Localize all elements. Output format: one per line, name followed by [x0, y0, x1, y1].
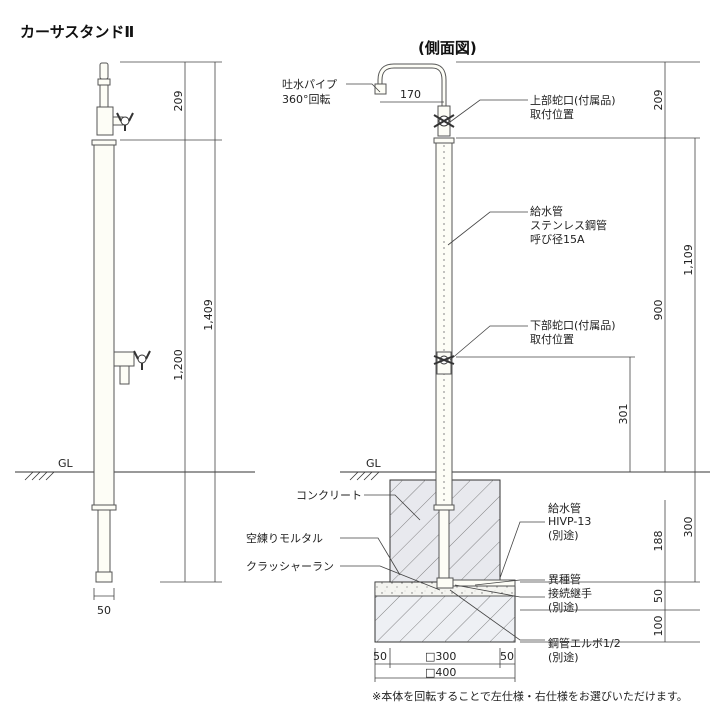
- front-lower-handle-icon: [133, 350, 151, 370]
- label-concrete: コンクリート: [296, 489, 362, 502]
- label-spout-pipe: 吐水パイプ: [282, 78, 337, 91]
- footnote: ※本体を回転することで左仕様・右仕様をお選びいただけます。: [372, 689, 688, 703]
- ground-label: GL: [58, 457, 74, 470]
- side-buried-pipe: [438, 509, 450, 579]
- side-dim-base-inner: □300: [425, 650, 456, 663]
- side-dim-mid: 900: [652, 300, 665, 321]
- label-lower-tap: 下部蛇口(付属品): [530, 318, 616, 332]
- elbow-fitting: [436, 577, 454, 589]
- front-dim-width: 50: [97, 604, 111, 617]
- side-ground-label: GL: [366, 457, 382, 470]
- front-column-base: [91, 504, 117, 511]
- label-mortar: 空練りモルタル: [246, 531, 323, 545]
- front-buried-fitting: [95, 571, 113, 583]
- side-dim-depth: 188: [652, 531, 665, 552]
- side-dim-foundation: 300: [682, 517, 695, 538]
- label-supply-size: 呼び径15A: [530, 233, 585, 246]
- side-dim-top: 209: [652, 90, 665, 111]
- label-joint: 異種管: [548, 572, 581, 586]
- front-column-cap: [91, 139, 117, 146]
- front-column: [93, 139, 115, 511]
- side-dim-base-outer: □400: [425, 666, 456, 679]
- label-joint-note: (別途): [548, 600, 579, 614]
- front-dim-top: 209: [172, 91, 185, 112]
- dim-spout-reach: 170: [400, 88, 421, 101]
- label-supply: 給水管: [530, 204, 563, 218]
- label-upper-tap: 上部蛇口(付属品): [530, 93, 616, 107]
- side-dim-base-left: 50: [373, 650, 387, 663]
- side-upper-handle-icon: [433, 114, 455, 128]
- label-upper-tap-pos: 取付位置: [530, 107, 574, 121]
- side-dim-100: 100: [652, 616, 665, 637]
- label-crusher-run: クラッシャーラン: [246, 560, 334, 573]
- label-hivp-note: (別途): [548, 528, 579, 542]
- front-upper-tap-body: [96, 106, 114, 136]
- front-spout: [99, 62, 109, 80]
- front-upper-handle-icon: [116, 112, 134, 131]
- label-hivp: 給水管: [548, 501, 581, 515]
- side-view-title: (側面図): [418, 39, 477, 57]
- side-lower-handle-icon: [433, 355, 455, 365]
- side-ground-hatch: [349, 471, 380, 481]
- side-dim-upper-total: 1,109: [682, 244, 695, 276]
- front-upper-pipe: [99, 84, 109, 108]
- label-spout-rotation: 360°回転: [282, 93, 331, 106]
- spout-tip: [374, 83, 387, 95]
- label-supply-material: ステンレス鋼管: [530, 218, 607, 232]
- label-hivp-code: HIVP-13: [548, 515, 591, 528]
- side-view: GL: [246, 61, 710, 682]
- side-dim-lower-tap: 301: [617, 404, 630, 425]
- ground-hatch: [24, 471, 55, 481]
- front-buried-pipe: [97, 509, 111, 573]
- label-elbow: 鋼管エルボ1/2: [548, 636, 621, 650]
- side-dim-base-right: 50: [500, 650, 514, 663]
- hivp-pipe: [452, 579, 516, 587]
- front-lower-tap-spout: [119, 365, 130, 385]
- label-joint-type: 接続継手: [548, 586, 592, 600]
- front-dim-lower: 1,200: [172, 349, 185, 381]
- front-lower-tap-body: [113, 351, 135, 367]
- side-dim-50: 50: [652, 589, 665, 603]
- front-spout-nut: [97, 78, 111, 86]
- front-view: GL 209 1,200 1,: [15, 61, 255, 617]
- label-lower-tap-pos: 取付位置: [530, 332, 574, 346]
- page-title: カーサスタンドⅡ: [20, 23, 134, 41]
- label-elbow-note: (別途): [548, 650, 579, 664]
- front-dim-total: 1,409: [202, 299, 215, 331]
